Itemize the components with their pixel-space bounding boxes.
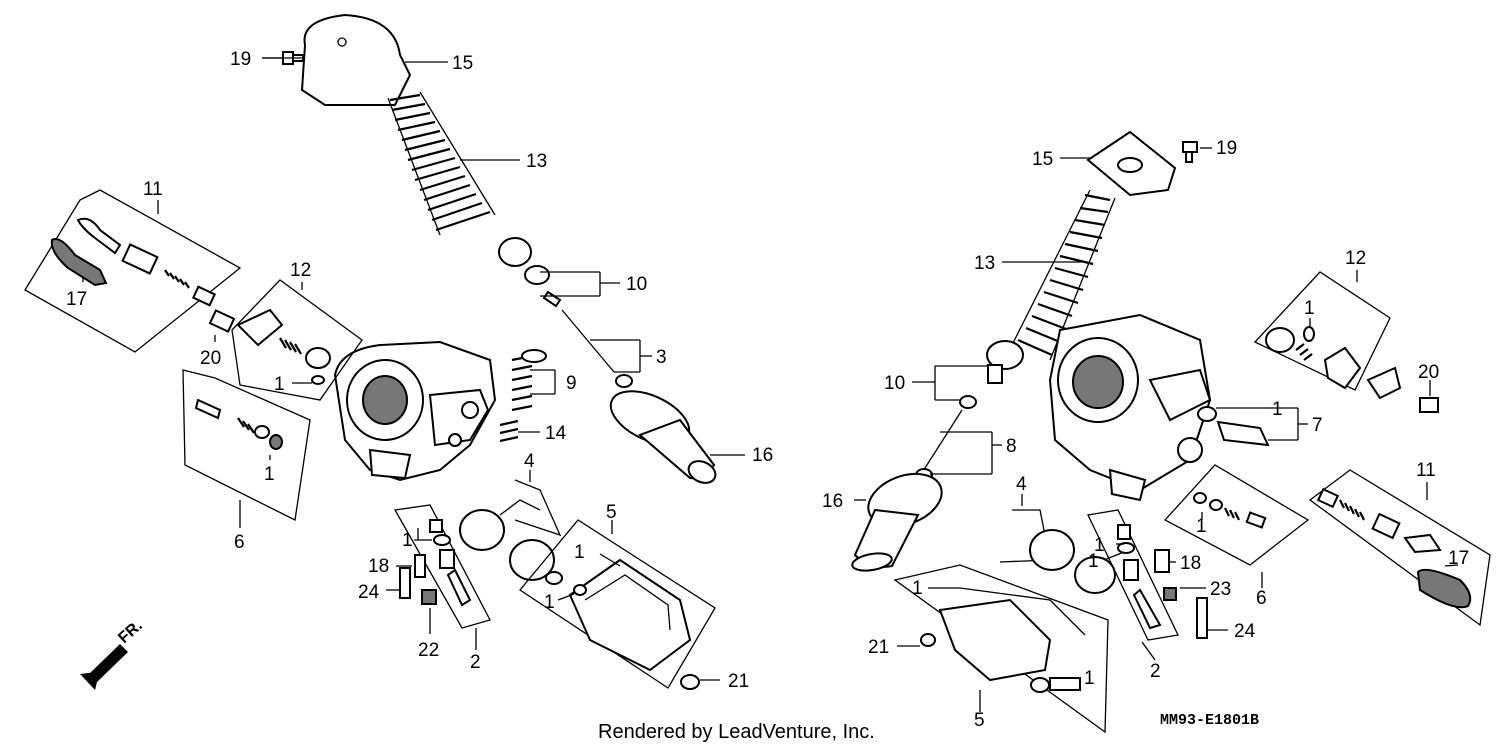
callout-group-2	[393, 504, 491, 629]
front-direction-arrow: FR.	[80, 617, 146, 690]
callout-label: 1	[1272, 399, 1283, 420]
callout-label: 1	[1088, 551, 1099, 572]
callout-label: 7	[1312, 415, 1323, 436]
float-part-right	[1029, 529, 1075, 571]
callout-label: 15	[1032, 149, 1053, 170]
callout-label: 16	[822, 491, 843, 512]
callout-labels-left: 19 15 13 11 17 12 10 20 3 9 1 14 16 1 4 …	[66, 49, 773, 692]
callout-label: 20	[200, 348, 221, 369]
callout-group-2-right	[1087, 509, 1179, 641]
callout-label: 1	[544, 592, 555, 613]
callout-label: 2	[470, 652, 481, 673]
callout-label: 1	[1304, 298, 1315, 319]
callout-labels-right: 19 15 13 12 1 20 10 1 7 8 16 4 11 1 1 17…	[822, 138, 1469, 731]
diaphragm-part	[609, 390, 717, 484]
float-part	[459, 509, 505, 551]
spring-part	[387, 91, 496, 236]
diaphragm-part-right	[851, 472, 943, 572]
callout-label: 22	[418, 640, 439, 661]
needle-part-right	[924, 409, 963, 469]
callout-label: 2	[1150, 661, 1161, 682]
callout-label: 24	[358, 582, 380, 603]
piston-part-right	[986, 340, 1024, 370]
callout-group-6-right	[1163, 464, 1310, 566]
piston-part	[498, 237, 532, 267]
rendered-by-credit: Rendered by LeadVenture, Inc.	[598, 721, 875, 743]
float-bowl-part-right	[938, 598, 1052, 682]
callout-label: 13	[974, 253, 995, 274]
left-carburetor-assembly: FR.	[24, 13, 717, 690]
top-cover-part	[300, 13, 412, 106]
callout-label: 1	[574, 542, 585, 563]
callout-label: 6	[1256, 588, 1267, 609]
spring-14-part	[499, 419, 519, 443]
callout-group-11	[24, 189, 242, 353]
float-bowl-part	[568, 558, 692, 672]
callout-label: 1	[274, 374, 285, 395]
carburetor-body-part-right	[1048, 313, 1212, 502]
callout-group-4	[514, 479, 562, 537]
callout-label: 14	[545, 423, 567, 444]
callout-group-12-right	[1253, 271, 1391, 391]
callout-label: 19	[1216, 138, 1237, 159]
needle-part	[561, 309, 615, 373]
callout-label: 15	[452, 53, 473, 74]
callout-label: 10	[626, 274, 647, 295]
callout-label: 11	[1416, 460, 1436, 481]
callout-label: 17	[66, 289, 87, 310]
callout-label: 1	[1084, 668, 1095, 689]
callout-label: 8	[1006, 436, 1017, 457]
callout-label: 21	[868, 637, 889, 658]
callout-group-12	[231, 279, 363, 401]
callout-label: 20	[1418, 362, 1439, 383]
carburetor-body-part	[333, 340, 497, 482]
callout-label: 5	[606, 502, 617, 523]
callout-label: 18	[1180, 553, 1201, 574]
spring-9-part	[511, 354, 533, 412]
callout-label: 1	[1196, 516, 1207, 537]
callout-label: 18	[368, 556, 389, 577]
callout-label: 16	[752, 445, 773, 466]
right-carburetor-assembly	[851, 130, 1491, 734]
callout-label: 12	[1345, 248, 1366, 269]
callout-label: 4	[1016, 474, 1027, 495]
callout-label: 10	[884, 373, 905, 394]
leader-lines	[82, 57, 1459, 712]
callout-label: 4	[524, 451, 535, 472]
callout-label: 1	[402, 530, 413, 551]
callout-group-6	[182, 369, 311, 521]
callout-label: 17	[1448, 548, 1469, 569]
callout-label: 1	[912, 578, 923, 599]
callout-label: 1	[1094, 535, 1105, 556]
callout-label: 11	[143, 179, 163, 200]
callout-label: 12	[290, 260, 311, 281]
callout-label: 23	[1210, 579, 1231, 600]
callout-label: 19	[230, 49, 251, 70]
callout-label: 5	[974, 710, 985, 731]
callout-label: 1	[264, 464, 275, 485]
callout-label: 13	[526, 151, 547, 172]
callout-label: 6	[234, 532, 245, 553]
diagram-code: MM93-E1801B	[1160, 712, 1259, 729]
callout-label: 9	[566, 373, 577, 394]
callout-label: 21	[728, 671, 749, 692]
callout-label: 24	[1234, 621, 1256, 642]
adjust-screw-20-part	[208, 309, 236, 333]
fr-label: FR.	[115, 617, 146, 647]
callout-label: 3	[656, 347, 667, 368]
